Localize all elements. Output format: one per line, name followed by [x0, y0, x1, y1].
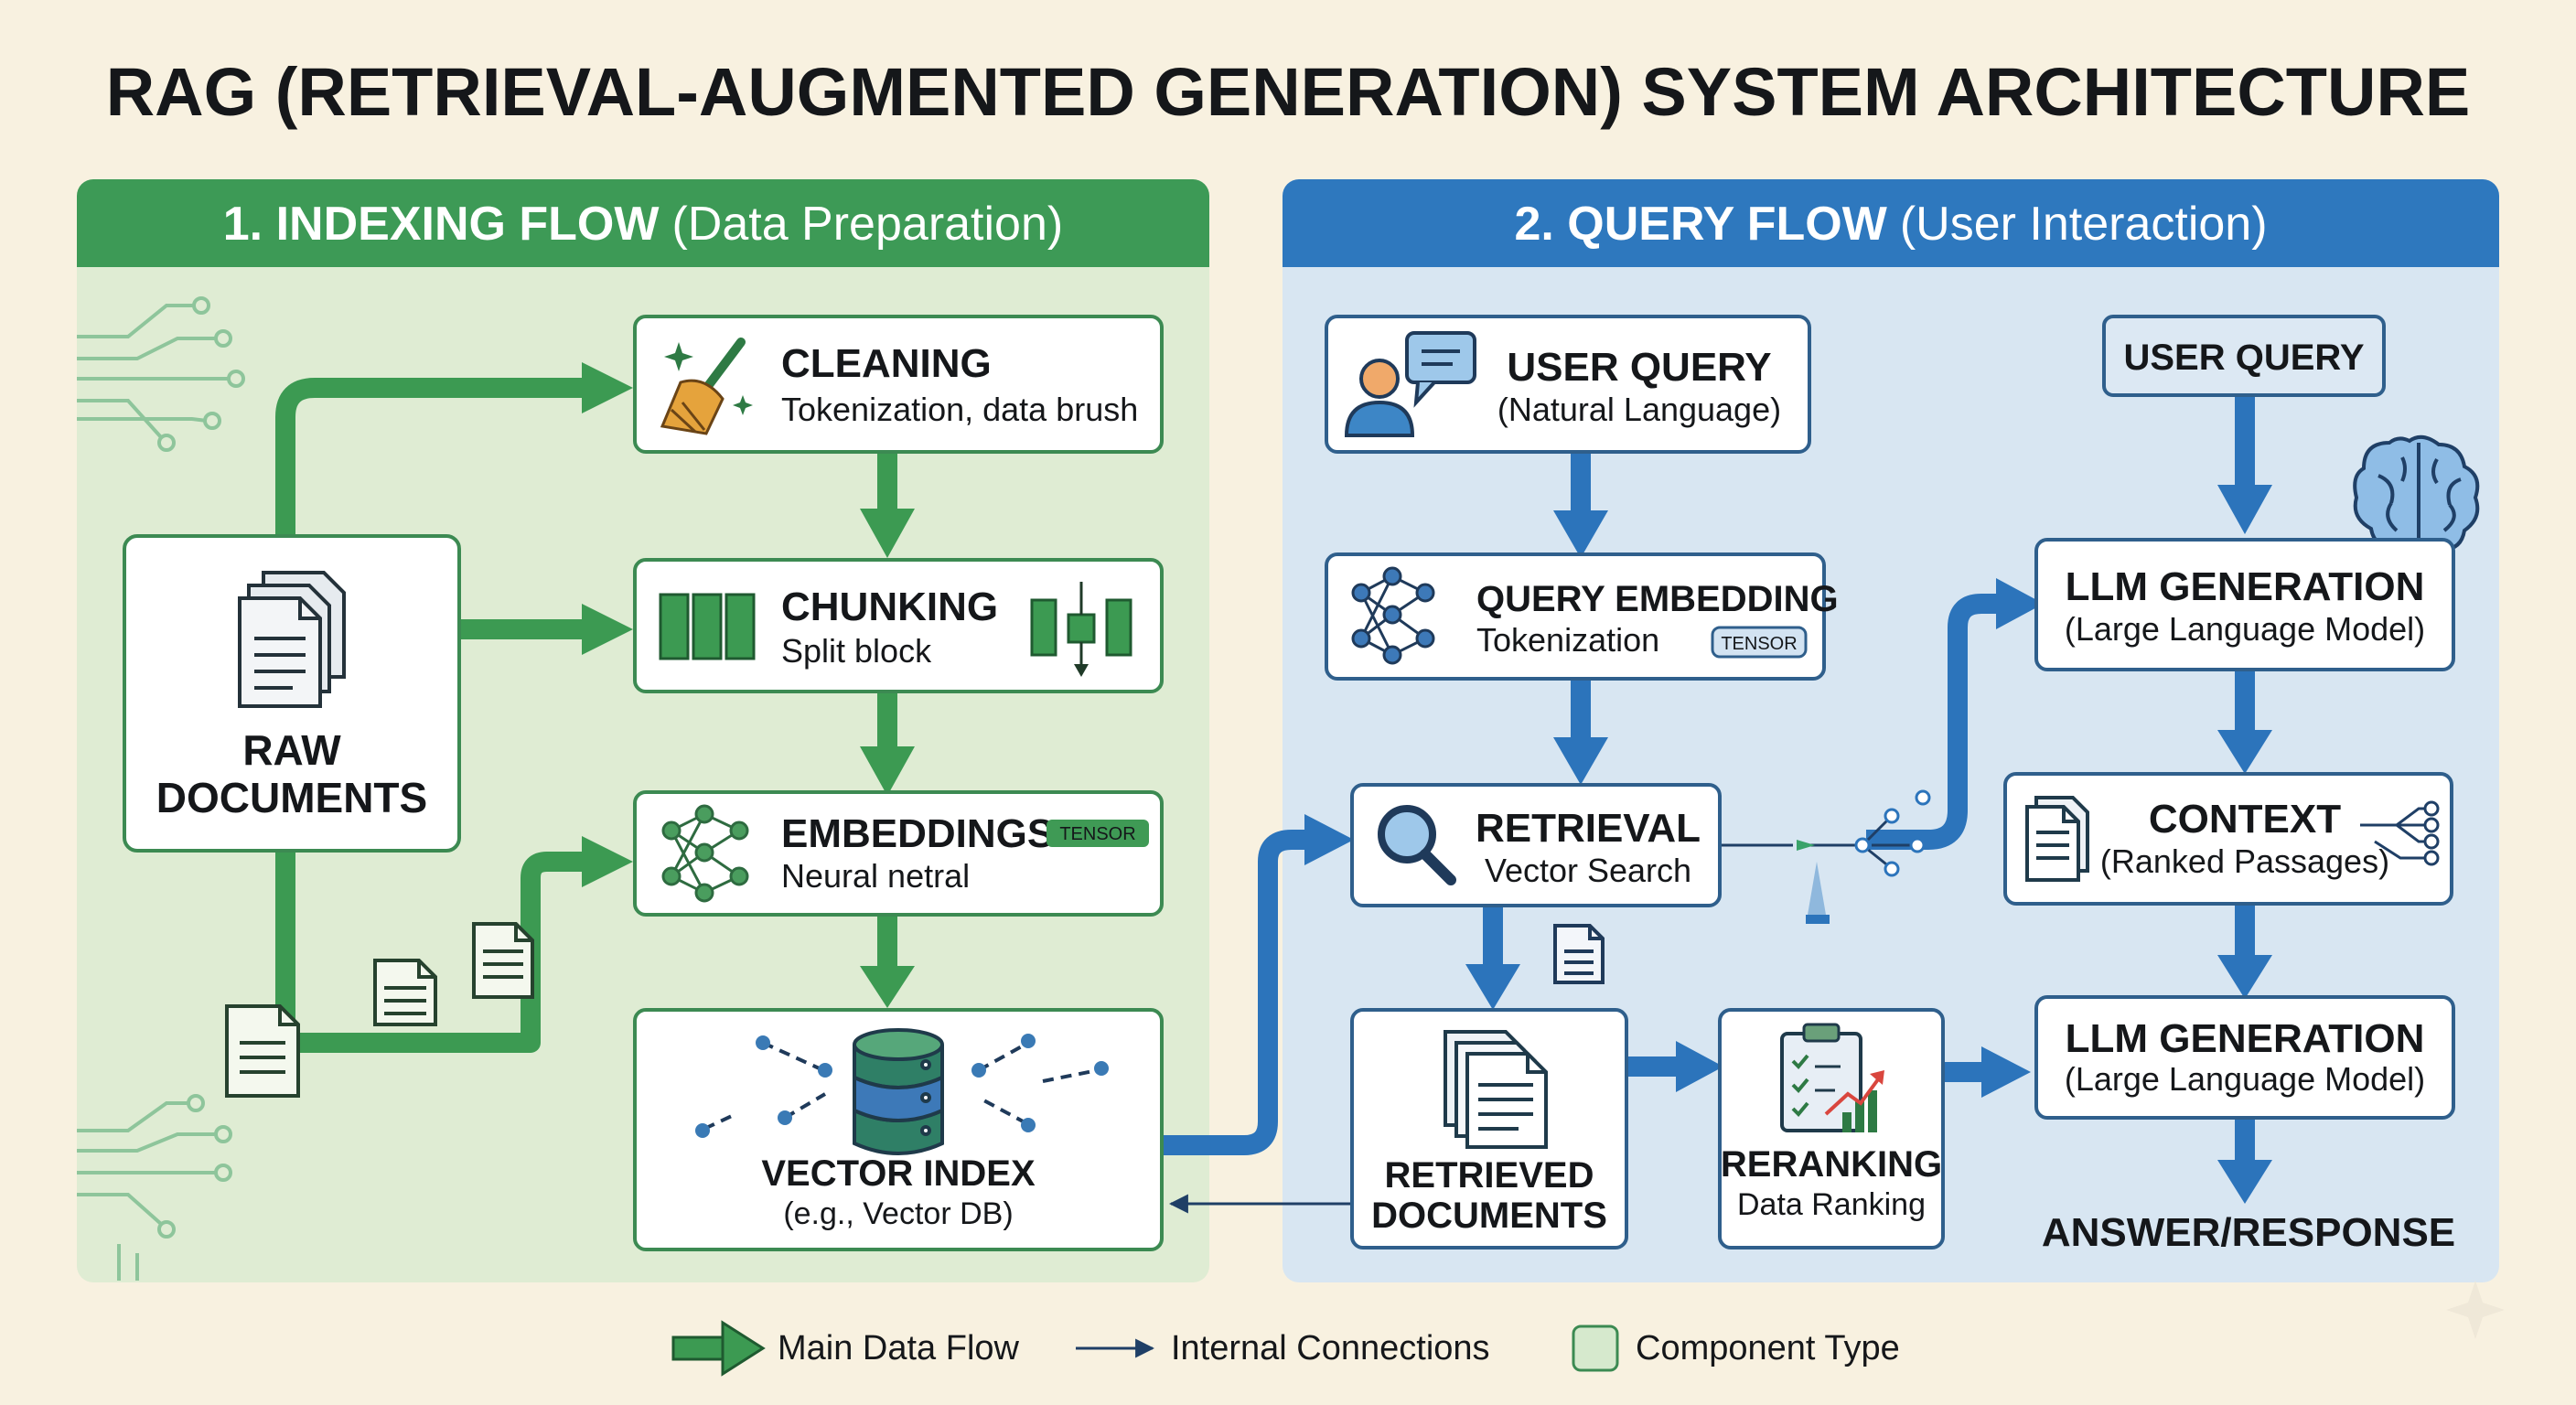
vector-index-title: VECTOR INDEX [761, 1153, 1036, 1194]
query-embedding-node[interactable]: QUERY EMBEDDING Tokenization TENSOR [1325, 552, 1839, 681]
legend-component-type: Component Type [1572, 1325, 1900, 1372]
raw-documents-line2: DOCUMENTS [156, 774, 427, 821]
context-subtitle: (Ranked Passages) [2100, 842, 2389, 880]
legend: Main Data Flow Internal Connections Comp… [671, 1320, 1900, 1377]
llm-generation-1-subtitle: (Large Language Model) [2065, 610, 2425, 648]
raw-documents-node[interactable]: RAW DOCUMENTS [123, 534, 461, 853]
query-arrowheads [1304, 485, 2272, 1204]
retrieval-title: RETRIEVAL [1476, 806, 1701, 851]
tensor-badge: TENSOR [1046, 820, 1149, 847]
user-chat-icon [1344, 331, 1476, 437]
page-title: RAG (RETRIEVAL-AUGMENTED GENERATION) SYS… [106, 54, 2471, 130]
reranking-node[interactable]: RERANKING Data Ranking [1718, 1008, 1945, 1249]
legend-label: Internal Connections [1171, 1329, 1490, 1367]
indexing-header: 1. INDEXING FLOW(Data Preparation) [223, 198, 1063, 251]
chunking-node[interactable]: CHUNKING Split block [633, 558, 1164, 693]
connection-nodes [2423, 800, 2440, 866]
document-icon [225, 1004, 300, 1098]
query-arrows [1164, 395, 2255, 1162]
database-icon [853, 1028, 944, 1155]
chunking-subtitle: Split block [781, 632, 932, 670]
neural-network-icon [661, 804, 749, 903]
retrieved-documents-node[interactable]: RETRIEVED DOCUMENTS [1350, 1008, 1628, 1249]
llm-generation-node-1[interactable]: LLM GENERATION (Large Language Model) [2034, 538, 2455, 671]
retrieved-documents-line2: DOCUMENTS [1371, 1196, 1607, 1236]
svg-text:TENSOR: TENSOR [1721, 634, 1797, 654]
tensor-badge: TENSOR [1711, 626, 1808, 659]
documents-stack-icon [1444, 1030, 1548, 1149]
svg-text:TENSOR: TENSOR [1059, 824, 1135, 844]
legend-label: Component Type [1636, 1329, 1900, 1367]
documents-icon [238, 571, 346, 708]
cleaning-subtitle: Tokenization, data brush [781, 391, 1138, 428]
vector-index-node[interactable]: VECTOR INDEX (e.g., Vector DB) [633, 1008, 1164, 1251]
llm-generation-2-title: LLM GENERATION [2066, 1016, 2425, 1061]
indexing-panel: 1. INDEXING FLOW(Data Preparation) [77, 179, 1209, 1282]
neural-network-icon [1351, 566, 1435, 665]
arrow-vector-index-to-retrieval [1164, 830, 1308, 1155]
indexing-arrowheads [582, 362, 915, 1008]
vector-index-subtitle: (e.g., Vector DB) [783, 1196, 1013, 1231]
raw-documents-line1: RAW [242, 726, 341, 774]
beacon-icon [1806, 862, 1830, 924]
query-embedding-subtitle: Tokenization [1476, 621, 1659, 659]
branch-connector-icon [2360, 807, 2426, 860]
user-query-title: USER QUERY [1507, 345, 1771, 390]
arrow-raw-to-cleaning [275, 378, 585, 540]
legend-internal-connections: Internal Connections [1076, 1329, 1490, 1367]
split-chunk-icon [1030, 582, 1132, 677]
answer-response-label: ANSWER/RESPONSE [2042, 1210, 2455, 1255]
split-blocks-icon [659, 593, 756, 660]
document-icon [2025, 796, 2089, 882]
document-icon [472, 922, 534, 999]
document-icon [1553, 924, 1605, 984]
sparkle-icon [2446, 1281, 2505, 1339]
llm-generation-1-title: LLM GENERATION [2066, 564, 2425, 609]
clipboard-chart-icon [1780, 1023, 1884, 1132]
retrieved-documents-line1: RETRIEVED [1385, 1155, 1594, 1196]
user-query-node[interactable]: USER QUERY (Natural Language) [1325, 315, 1811, 454]
connection-nodes [1854, 789, 1931, 877]
reranking-title: RERANKING [1721, 1144, 1942, 1185]
legend-main-data-flow: Main Data Flow [671, 1320, 1020, 1377]
embeddings-title: EMBEDDINGS [781, 811, 1054, 856]
cleaning-node[interactable]: CLEANING Tokenization, data brush [633, 315, 1164, 454]
user-query-tag[interactable]: USER QUERY [2102, 315, 2386, 397]
flow-marker [1797, 840, 1815, 851]
arrow-retrieval-to-llm1 [1866, 594, 2000, 850]
context-title: CONTEXT [2149, 797, 2341, 842]
document-icon [373, 959, 437, 1026]
query-header: 2. QUERY FLOW(User Interaction) [1514, 198, 2267, 251]
broom-icon [660, 338, 753, 435]
embeddings-node[interactable]: EMBEDDINGS Neural netral TENSOR [633, 790, 1164, 917]
embeddings-subtitle: Neural netral [781, 857, 970, 895]
user-query-subtitle: (Natural Language) [1497, 391, 1781, 428]
context-node[interactable]: CONTEXT (Ranked Passages) [2003, 772, 2453, 906]
cleaning-title: CLEANING [781, 341, 992, 386]
llm-generation-node-2[interactable]: LLM GENERATION (Large Language Model) [2034, 995, 2455, 1120]
retrieval-subtitle: Vector Search [1485, 852, 1691, 889]
circuit-decoration-top [77, 296, 245, 452]
llm-generation-2-subtitle: (Large Language Model) [2065, 1060, 2425, 1098]
reranking-subtitle: Data Ranking [1737, 1187, 1926, 1222]
retrieval-node[interactable]: RETRIEVAL Vector Search [1350, 783, 1722, 907]
legend-label: Main Data Flow [778, 1329, 1020, 1367]
chunking-title: CHUNKING [781, 585, 998, 629]
magnifier-icon [1378, 805, 1456, 885]
svg-text:USER QUERY: USER QUERY [2123, 338, 2364, 378]
vector-points-icon [703, 1041, 1099, 1131]
brain-icon [2353, 434, 2480, 556]
vector-nodes [695, 1034, 1109, 1138]
circuit-decoration-bottom [77, 1094, 232, 1281]
query-embedding-title: QUERY EMBEDDING [1476, 579, 1839, 619]
